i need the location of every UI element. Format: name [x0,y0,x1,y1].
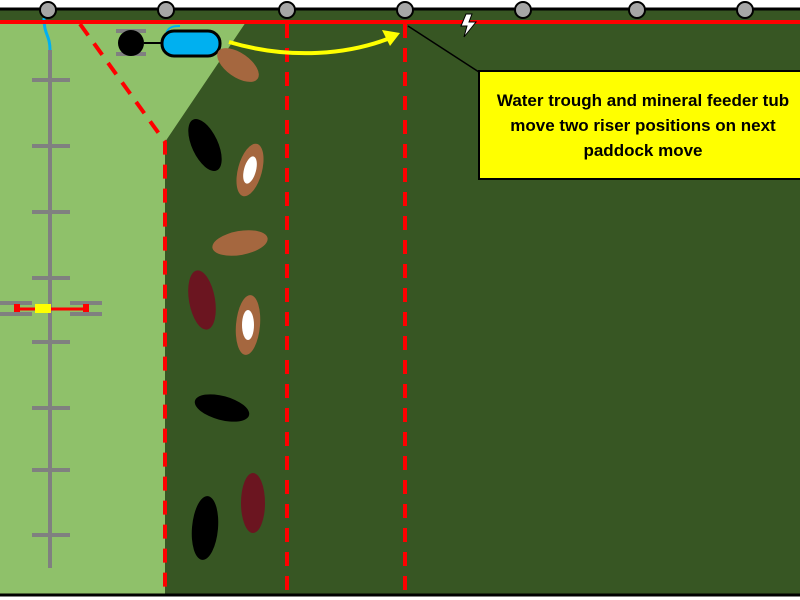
grazed-paddock [0,22,246,595]
callout-box: Water trough and mineral feeder tub move… [478,70,800,180]
fence-post-icon [39,1,754,19]
move-arrow [228,34,396,56]
mineral-feeder-icon [116,29,163,56]
water-trough-icon [160,29,222,58]
gate-connector [14,304,89,313]
temporary-polywires [78,22,407,595]
energizer-lightning-icon [460,13,478,38]
cow-icon [188,48,268,560]
